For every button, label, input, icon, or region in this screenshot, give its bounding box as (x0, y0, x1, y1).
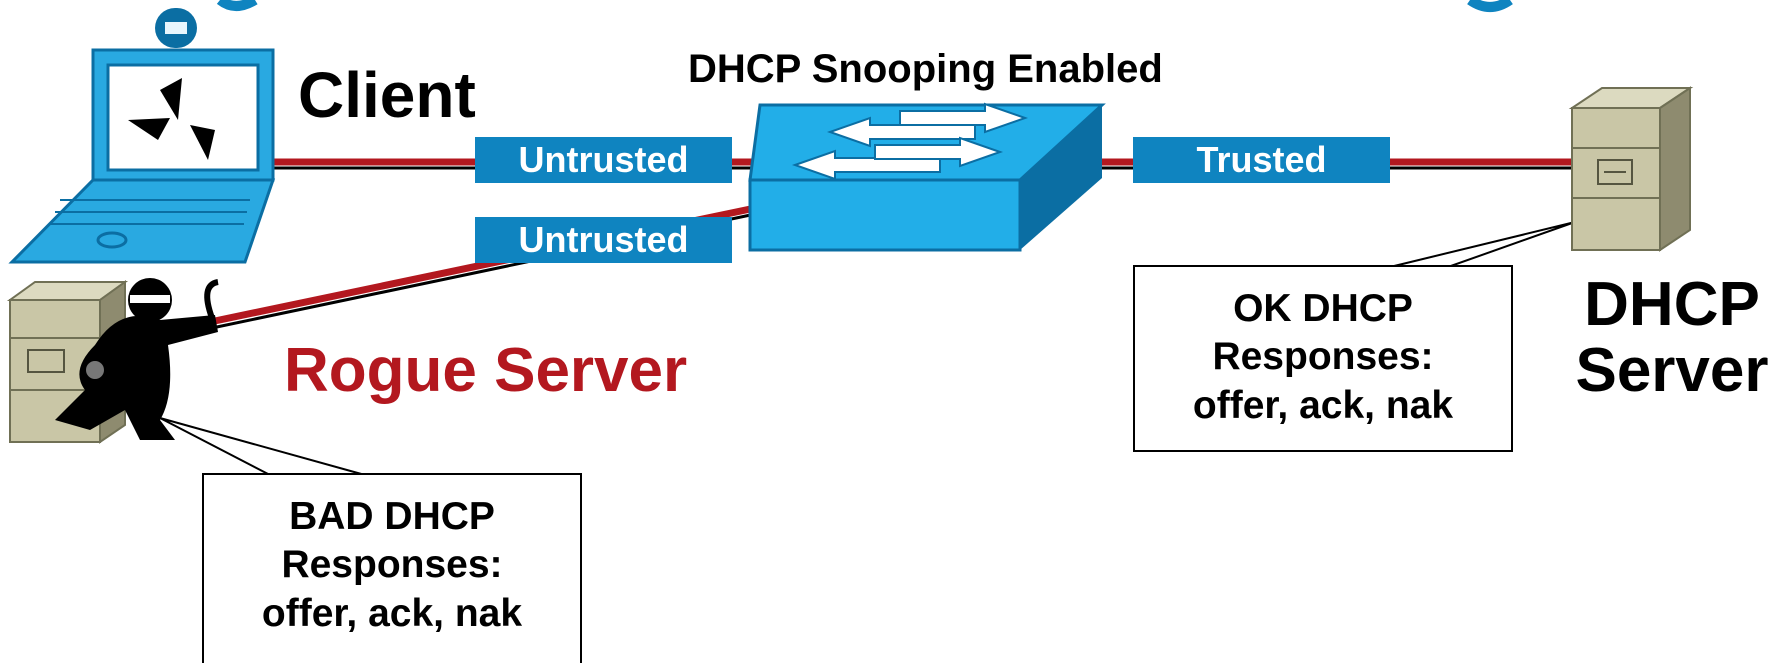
dhcp-server-label: DHCP Server (1575, 270, 1769, 405)
callout-bad-responses: BAD DHCP Responses: offer, ack, nak (202, 473, 582, 663)
callout-ok-line3: offer, ack, nak (1192, 383, 1454, 427)
switch-title: DHCP Snooping Enabled (688, 47, 1163, 91)
client-label: Client (298, 59, 476, 131)
port-badge-rogue-untrusted: Untrusted (475, 217, 732, 263)
callout-bad-line2: Responses: (281, 543, 503, 587)
server-icon (1568, 86, 1694, 252)
callout-bad-pointer (159, 417, 366, 476)
callout-ok-responses: OK DHCP Responses: offer, ack, nak (1133, 265, 1513, 452)
laptop-icon (8, 8, 276, 264)
rogue-server-label: Rogue Server (284, 336, 688, 405)
port-badge-server-trusted: Trusted (1133, 137, 1390, 183)
callout-bad-line1: BAD DHCP (289, 495, 495, 538)
callout-ok-pointer (1389, 221, 1576, 268)
switch-icon (748, 102, 1106, 252)
callout-bad-line3: offer, ack, nak (261, 591, 523, 635)
callout-ok-line1: OK DHCP (1233, 287, 1413, 330)
hacker-figure-icon (55, 278, 219, 440)
port-badge-client-untrusted: Untrusted (475, 137, 732, 183)
callout-ok-line2: Responses: (1212, 335, 1434, 379)
header-artifacts (216, 0, 1513, 12)
